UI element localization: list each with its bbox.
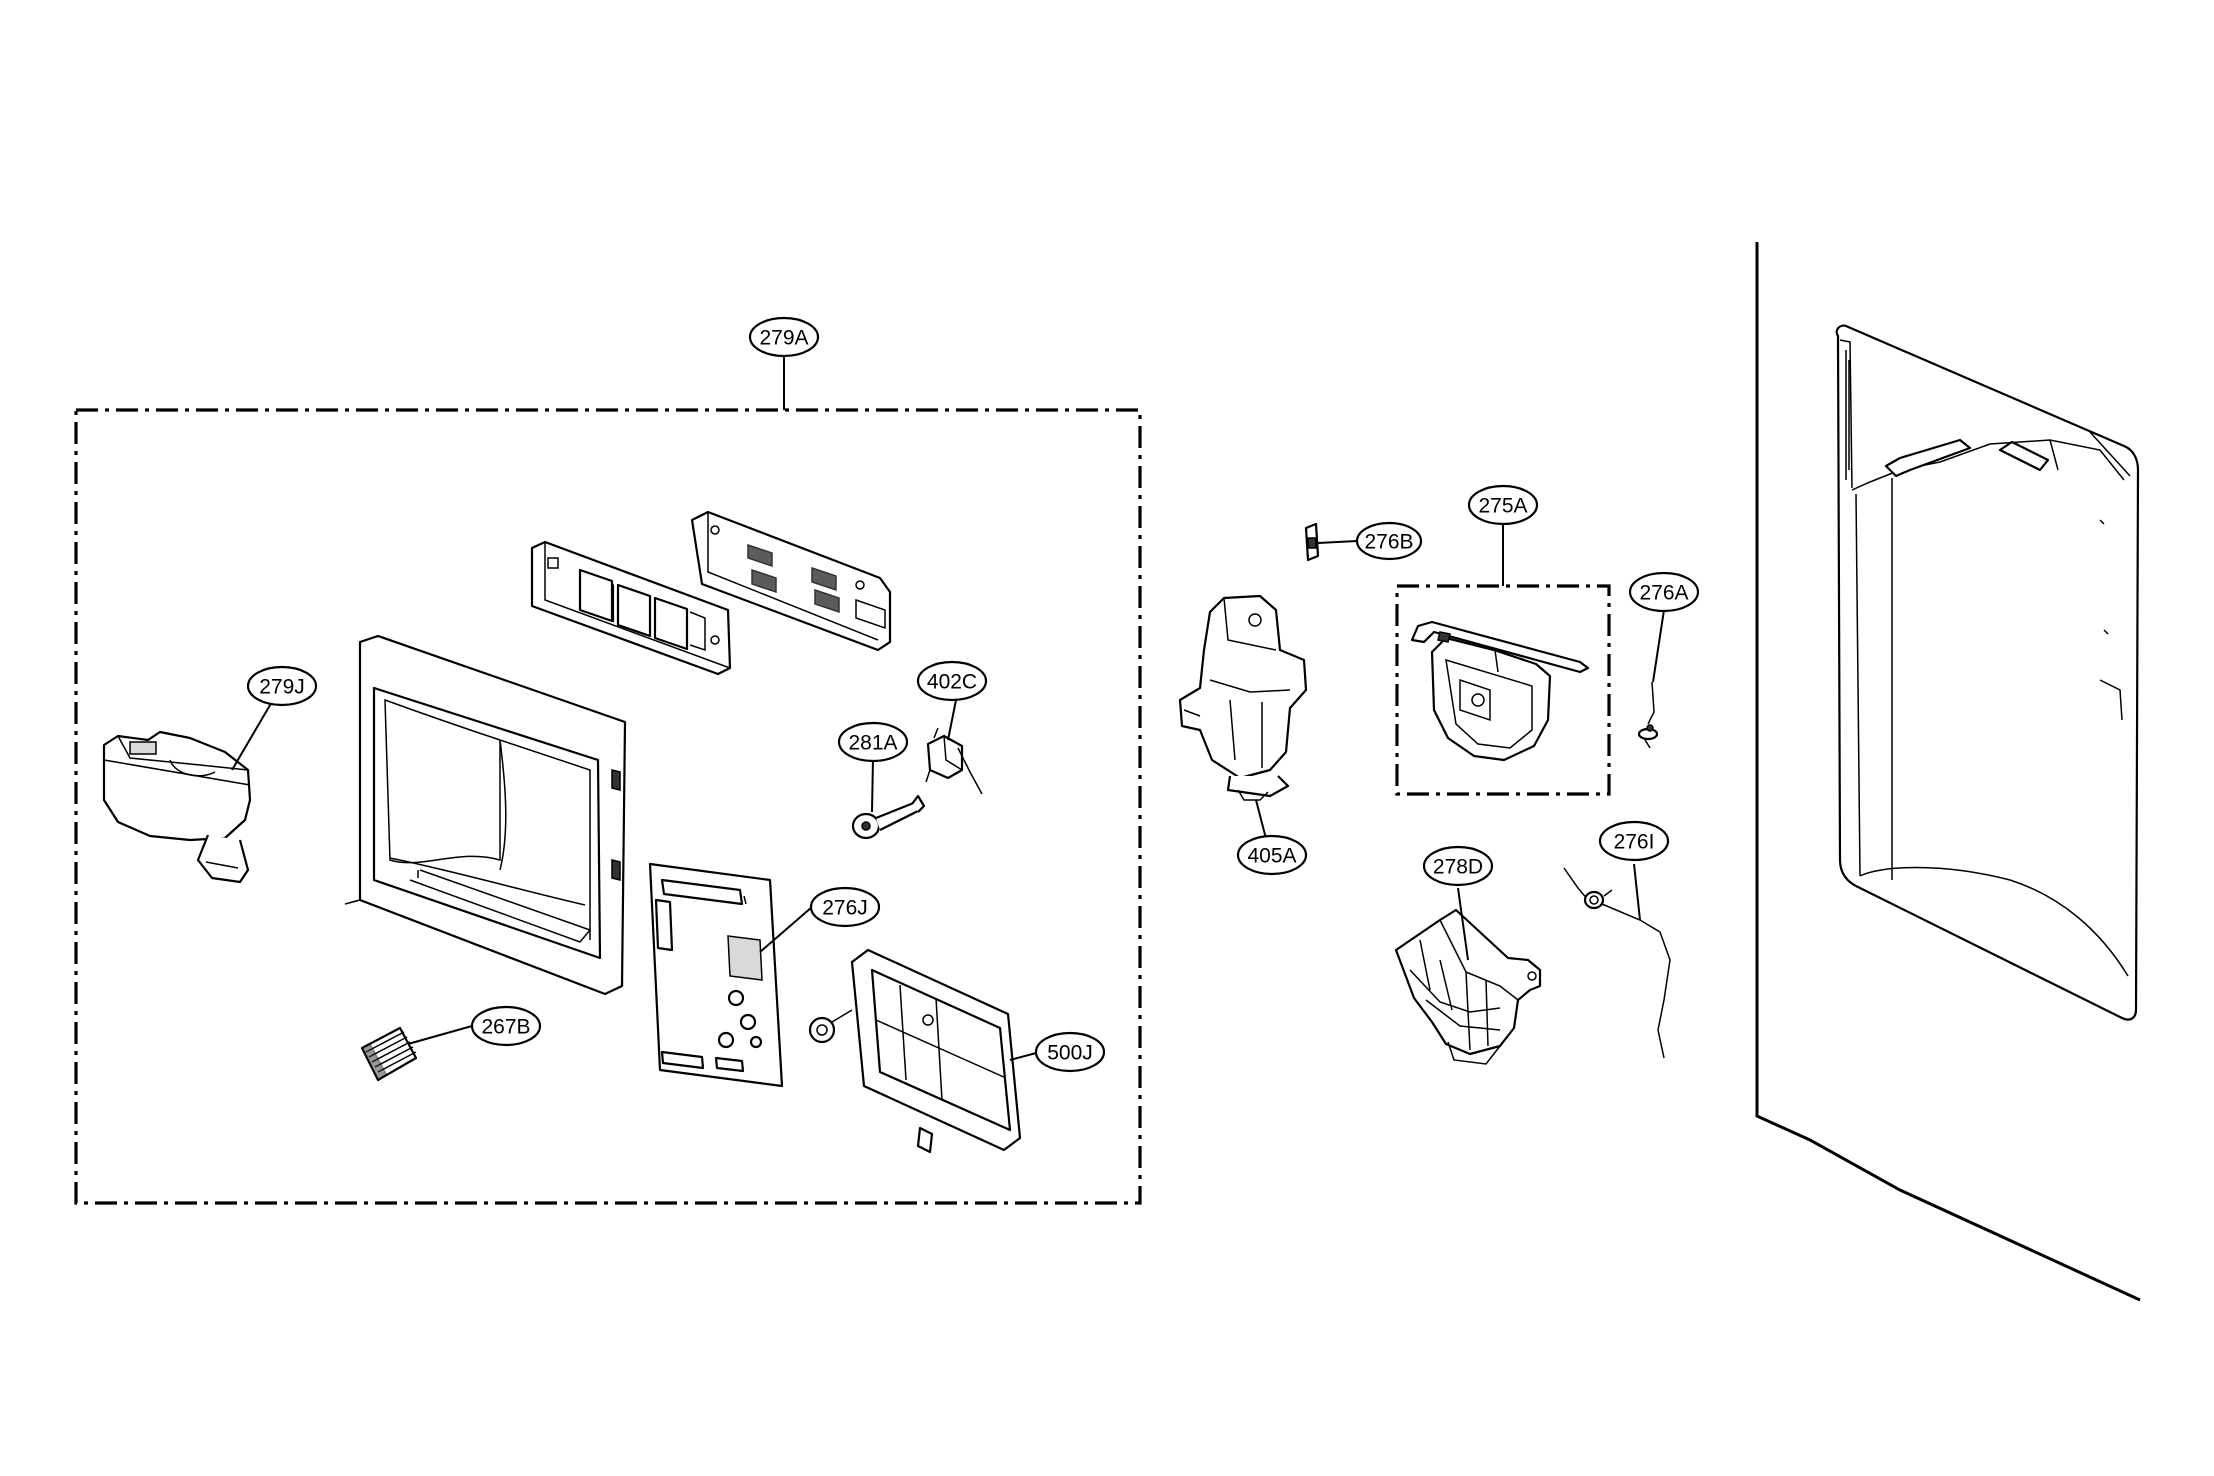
callout-276i[interactable]: 276I: [1598, 820, 1670, 862]
part-278d-ice-chute[interactable]: [1394, 908, 1542, 1065]
callout-276a[interactable]: 276A: [1628, 571, 1700, 613]
callout-279a-text: 279A: [759, 327, 808, 350]
callout-500j-text: 500J: [1047, 1042, 1093, 1065]
assembly-275a-boundary: [1395, 584, 1611, 796]
callout-279j[interactable]: 279J: [246, 665, 318, 707]
callout-276a-text: 276A: [1639, 582, 1688, 605]
part-276b-pin[interactable]: [1304, 522, 1320, 562]
part-500j-pcb-cover[interactable]: [808, 948, 1022, 1154]
part-281a-lever[interactable]: [851, 794, 926, 840]
callout-276b[interactable]: 276B: [1355, 521, 1423, 561]
part-267b-spring[interactable]: [360, 1026, 418, 1082]
part-402c-micro-switch[interactable]: [925, 727, 983, 795]
part-276i-wire-spring[interactable]: [1563, 867, 1671, 1059]
callout-279a[interactable]: 279A: [748, 316, 820, 358]
leader-lines: [231, 356, 1665, 1061]
callout-405a-text: 405A: [1247, 845, 1296, 868]
callout-278d-text: 278D: [1433, 856, 1483, 879]
part-276a-screw[interactable]: [1637, 681, 1659, 749]
part-control-panel-front[interactable]: [530, 540, 732, 676]
part-279j-funnel[interactable]: [102, 730, 252, 884]
part-275a-flap-mechanism[interactable]: [1410, 620, 1590, 762]
callout-281a-text: 281A: [848, 732, 897, 755]
callout-275a-text: 275A: [1478, 495, 1527, 518]
part-276j-pcb[interactable]: [648, 862, 784, 1088]
callout-276j-text: 276J: [822, 897, 868, 920]
part-dispenser-housing[interactable]: [344, 634, 627, 996]
callout-267b[interactable]: 267B: [470, 1005, 542, 1047]
callout-275a[interactable]: 275A: [1467, 484, 1539, 526]
callout-279j-text: 279J: [259, 676, 305, 699]
assembly-279a-boundary: [74, 408, 1142, 1205]
callout-276j[interactable]: 276J: [809, 886, 881, 928]
callout-276b-text: 276B: [1364, 531, 1413, 554]
callout-500j[interactable]: 500J: [1034, 1031, 1106, 1073]
callout-405a[interactable]: 405A: [1236, 834, 1308, 876]
callout-276i-text: 276I: [1614, 831, 1655, 854]
fridge-door-cutaway: [1755, 242, 2141, 1302]
callout-278d[interactable]: 278D: [1422, 845, 1494, 887]
callout-281a[interactable]: 281A: [837, 721, 909, 763]
part-405a-actuator[interactable]: [1178, 594, 1308, 801]
callout-402c-text: 402C: [927, 671, 977, 694]
callout-402c[interactable]: 402C: [916, 660, 988, 702]
callout-267b-text: 267B: [481, 1016, 530, 1039]
part-control-panel-rear[interactable]: [690, 510, 892, 652]
